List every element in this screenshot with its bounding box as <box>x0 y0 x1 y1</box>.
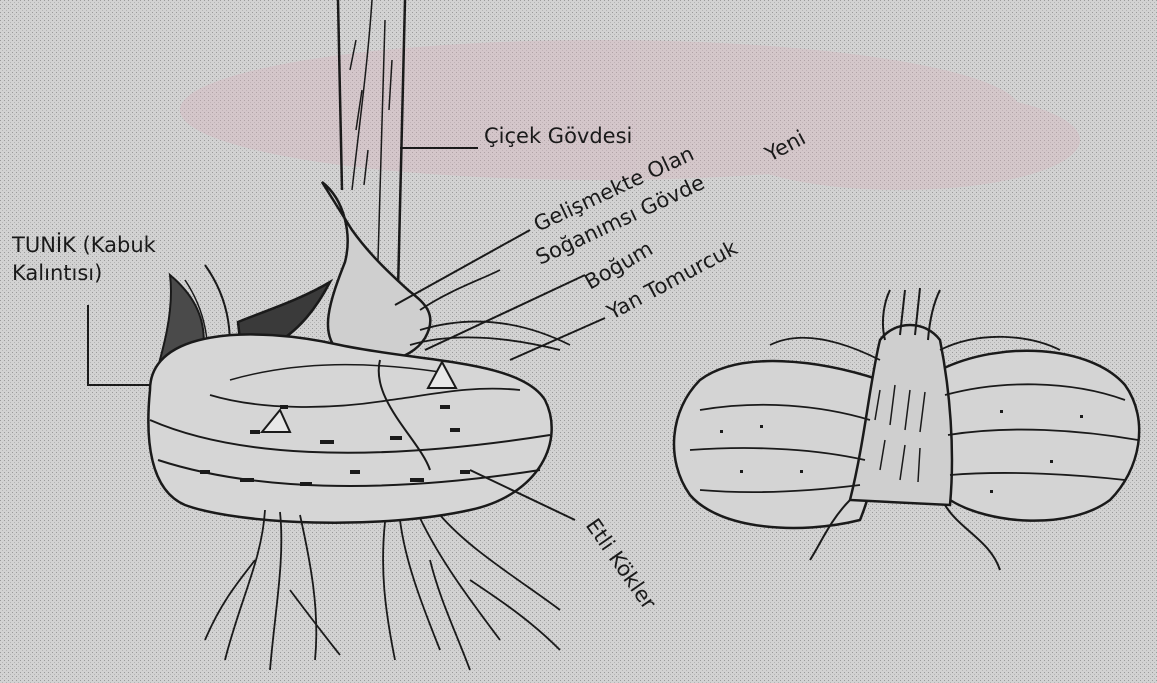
label-flower-stem: Çiçek Gövdesi <box>484 124 632 148</box>
label-tunic-line1: TUNİK (Kabuk <box>11 232 157 257</box>
label-tunic-line2: Kalıntısı) <box>12 261 102 285</box>
right-corm-left-lobe <box>674 361 882 528</box>
